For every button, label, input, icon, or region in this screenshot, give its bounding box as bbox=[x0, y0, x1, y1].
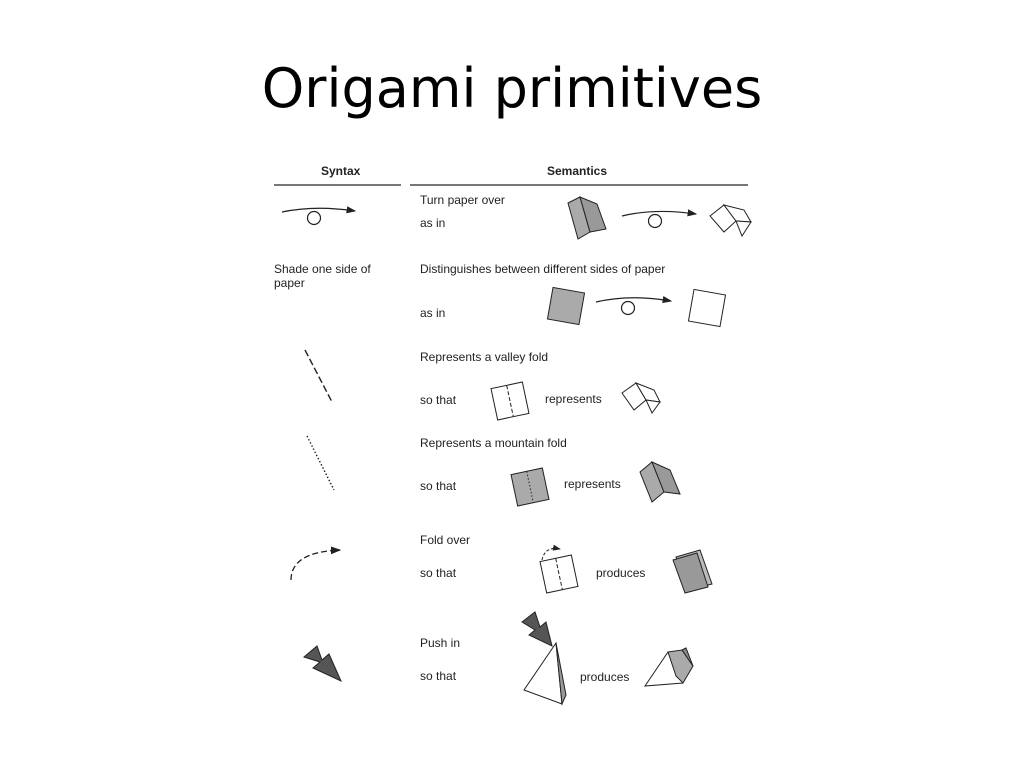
shaded-square-icon bbox=[546, 286, 586, 326]
semantics-header: Semantics bbox=[547, 164, 608, 178]
row1-semantics: Turn paper over bbox=[420, 193, 505, 207]
square-fold-over-icon bbox=[539, 544, 579, 594]
slide-title: Origami primitives bbox=[261, 57, 763, 120]
row5-middle: produces bbox=[596, 566, 646, 580]
folded-paper-shaded-icon bbox=[639, 461, 681, 503]
row1-connector: as in bbox=[420, 216, 446, 230]
row3-middle: represents bbox=[545, 392, 602, 406]
row4-semantics: Represents a mountain fold bbox=[420, 436, 567, 450]
open-book-icon bbox=[709, 204, 752, 238]
square-valley-fold-icon bbox=[490, 381, 530, 421]
row2-semantics: Distinguishes between different sides of… bbox=[420, 262, 666, 276]
mountain-fold-line bbox=[306, 435, 335, 491]
fold-over-arrow bbox=[290, 546, 342, 581]
row6-semantics: Push in bbox=[420, 636, 461, 650]
row5-connector: so that bbox=[420, 566, 457, 580]
row3-connector: so that bbox=[420, 393, 457, 407]
syntax-rule bbox=[274, 184, 401, 186]
row4-middle: represents bbox=[564, 477, 621, 491]
white-square-icon bbox=[687, 288, 727, 328]
turn-over-symbol bbox=[281, 206, 357, 226]
semantics-rule bbox=[410, 184, 748, 186]
row6-middle: produces bbox=[580, 670, 630, 684]
folded-rectangle-icon bbox=[672, 549, 713, 594]
triangle-icon bbox=[523, 641, 567, 706]
row3-semantics: Represents a valley fold bbox=[420, 350, 549, 364]
push-in-arrow bbox=[302, 645, 342, 683]
turn-over-symbol bbox=[595, 296, 673, 316]
shaded-square-mountain-fold-icon bbox=[510, 467, 550, 507]
syntax-header: Syntax bbox=[321, 164, 361, 178]
row2-syntax: Shade one side of paper bbox=[274, 262, 371, 290]
valley-fold-line bbox=[304, 349, 333, 403]
turn-over-symbol bbox=[621, 209, 698, 229]
pushed-in-fold-icon bbox=[644, 647, 694, 687]
row2-connector: as in bbox=[420, 306, 446, 320]
open-book-icon bbox=[621, 382, 661, 414]
folded-paper-shaded-icon bbox=[567, 196, 607, 240]
push-in-arrow bbox=[521, 611, 553, 647]
row4-connector: so that bbox=[420, 479, 457, 493]
row6-connector: so that bbox=[420, 669, 457, 683]
row5-semantics: Fold over bbox=[420, 533, 471, 547]
